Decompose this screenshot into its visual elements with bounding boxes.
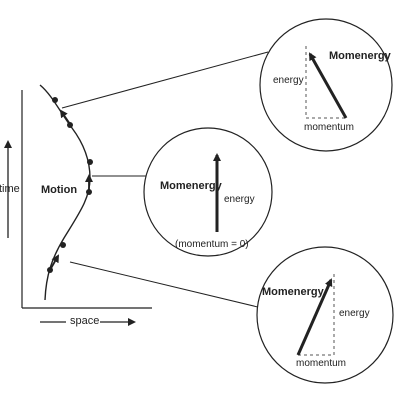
- top-momentum-label: momentum: [304, 122, 355, 133]
- motion-label: Motion: [41, 184, 78, 196]
- bottom-momenergy-arrow: [296, 278, 333, 356]
- connector-line-bottom: [69, 261, 263, 309]
- space-axis-label: space: [70, 315, 100, 327]
- momentum-zero-note: (momentum = 0): [175, 239, 249, 250]
- connector-line-top: [61, 51, 269, 109]
- callout-circle-middle: [143, 127, 273, 257]
- top-energy-label: energy: [273, 75, 304, 86]
- top-callout-title: Momenergy: [329, 50, 391, 62]
- worldline-event-dot: [67, 122, 73, 128]
- top-momenergy-arrow: [308, 52, 348, 119]
- worldline-velocity-arrow: [49, 254, 59, 271]
- bottom-callout-title: Momenergy: [262, 286, 324, 298]
- worldline-velocity-arrow: [59, 109, 71, 125]
- middle-callout-title: Momenergy: [160, 180, 222, 192]
- bottom-momentum-label: momentum: [296, 358, 347, 369]
- callout-circle-bottom: [256, 246, 394, 384]
- time-axis-label: time: [0, 183, 20, 195]
- worldline-event-dot: [60, 242, 66, 248]
- worldline-event-dot: [52, 97, 58, 103]
- worldline-event-dot: [87, 159, 93, 165]
- bottom-energy-label: energy: [339, 308, 370, 319]
- middle-energy-label: energy: [224, 194, 255, 205]
